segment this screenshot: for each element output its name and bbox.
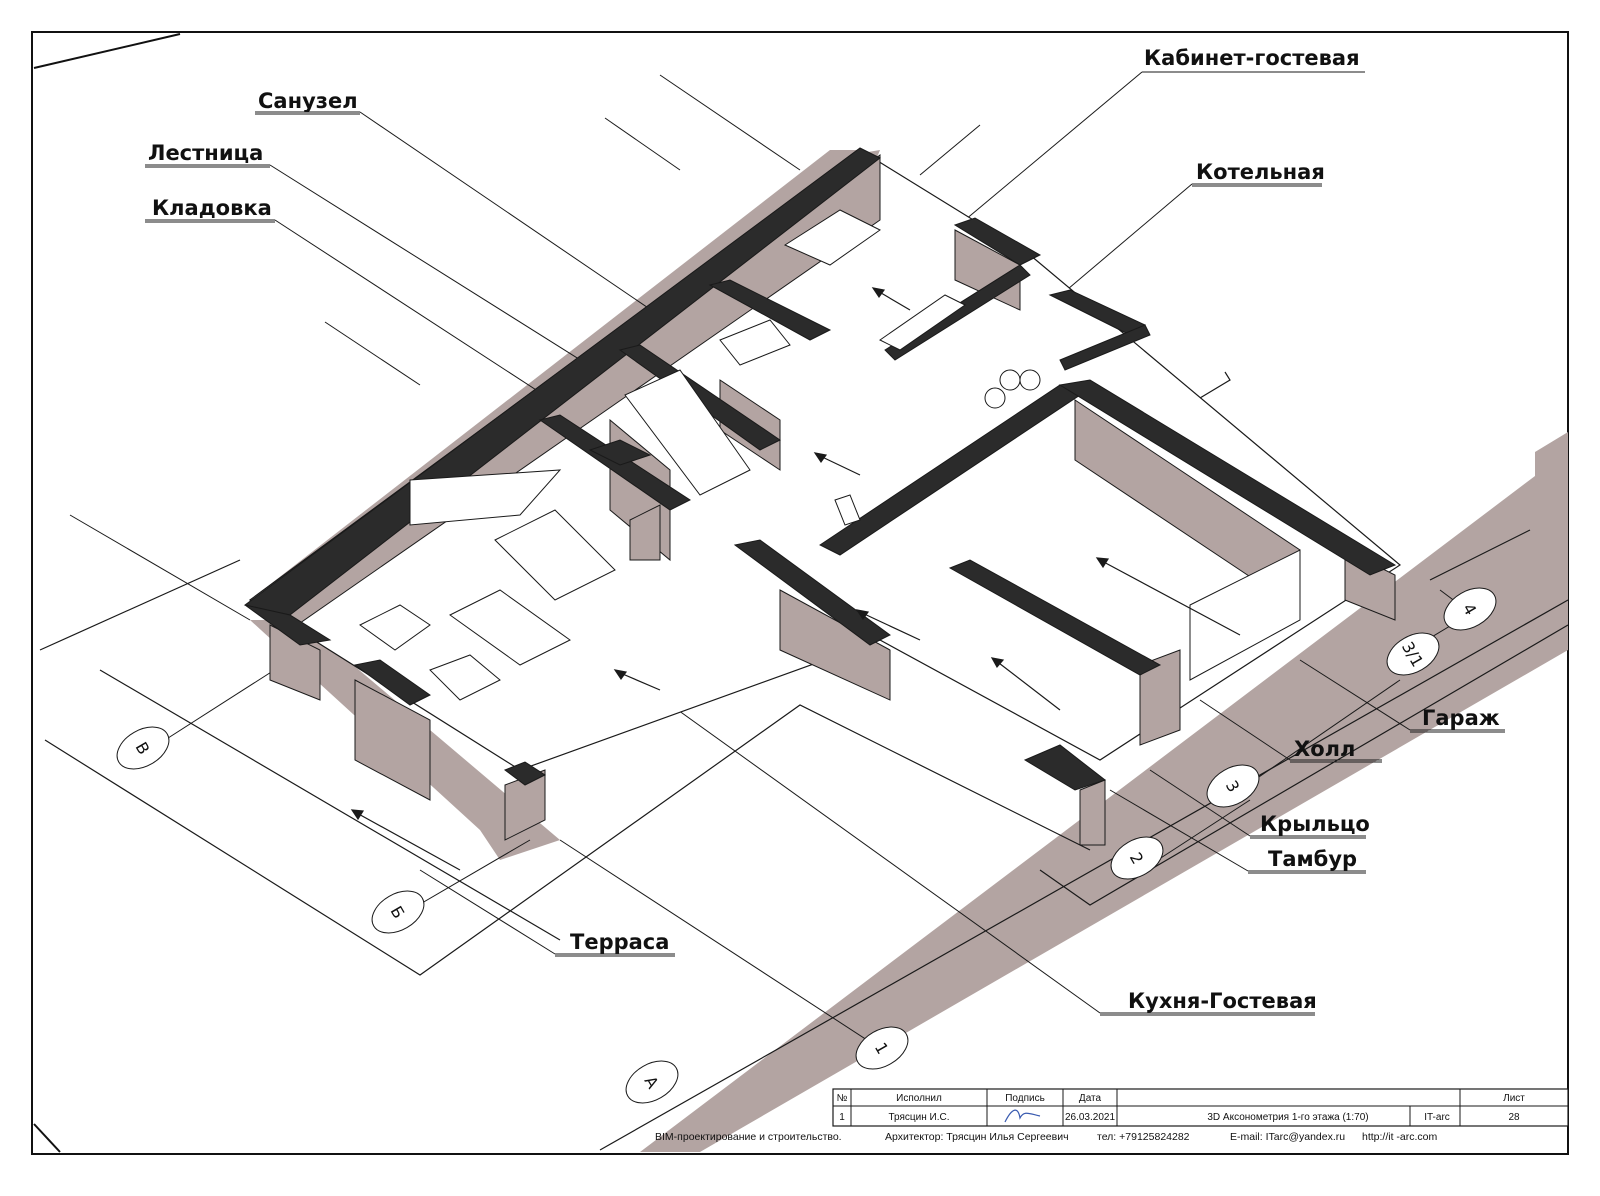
tb-header-no: № — [837, 1093, 848, 1104]
room-label-kladovka: Кладовка — [152, 196, 272, 220]
footer-site: http://it -arc.com — [1362, 1131, 1438, 1143]
room-label-krylco: Крыльцо — [1260, 812, 1370, 836]
tb-row-performer: Трясцин И.С. — [889, 1112, 950, 1123]
footer: BIM-проектирование и строительство. Архи… — [655, 1131, 1438, 1143]
axis-marker-v — [116, 726, 170, 770]
furniture — [359, 209, 1301, 701]
tb-header-performer: Исполнил — [896, 1093, 942, 1104]
axis-marker-3-1 — [1386, 632, 1440, 676]
room-label-garazh: Гараж — [1422, 706, 1500, 730]
axis-marker-4 — [1443, 587, 1497, 631]
room-label-kuhnya: Кухня-Гостевая — [1128, 989, 1317, 1013]
floor-slab — [248, 149, 1402, 771]
leader-lines — [69, 71, 1505, 1014]
axis-marker-1 — [855, 1026, 909, 1070]
footer-email: E-mail: ITarc@yandex.ru — [1230, 1131, 1345, 1143]
footer-phone: тел: +79125824282 — [1097, 1131, 1190, 1143]
room-arrows — [350, 287, 1241, 871]
tb-row-sheet: 28 — [1508, 1112, 1520, 1123]
room-label-lestnica: Лестница — [148, 141, 263, 165]
label-underlines — [145, 71, 1505, 1016]
tb-header-date: Дата — [1079, 1093, 1102, 1104]
axis-marker-2 — [1110, 836, 1164, 880]
axis-markers: В Б А 1 2 3 3/1 4 — [116, 587, 1497, 1104]
tb-row-logo: IT-arc — [1424, 1112, 1450, 1123]
footer-company: BIM-проектирование и строительство. — [655, 1131, 842, 1143]
footer-architect: Архитектор: Трясцин Илья Сергеевич — [885, 1131, 1069, 1143]
room-label-kotelnaya: Котельная — [1196, 160, 1325, 184]
tb-header-signature: Подпись — [1005, 1093, 1045, 1104]
tb-header-sheet: Лист — [1503, 1093, 1525, 1104]
axis-marker-b — [371, 890, 425, 934]
tb-signature-mark — [1004, 1109, 1041, 1123]
boiler-tanks — [984, 369, 1041, 409]
wall-tops — [243, 147, 1397, 791]
corner-line — [33, 1123, 61, 1153]
corner-line — [33, 33, 181, 69]
room-labels: Кабинет-гостевая Санузел Лестница Кладов… — [148, 46, 1500, 1013]
axis-marker-a — [625, 1060, 679, 1104]
room-label-tambur: Тамбур — [1268, 847, 1357, 871]
room-label-sanuzel: Санузел — [258, 89, 358, 113]
title-block: № Исполнил Подпись Дата Лист 1 Трясцин И… — [832, 1088, 1569, 1127]
room-label-kabinet: Кабинет-гостевая — [1144, 46, 1360, 70]
site-outline — [39, 371, 1569, 1151]
tb-row-date: 26.03.2021 — [1065, 1112, 1115, 1123]
room-label-holl: Холл — [1294, 737, 1355, 761]
room-label-terrasa: Терраса — [570, 930, 669, 954]
tb-row-no: 1 — [839, 1112, 845, 1123]
axis-marker-3 — [1206, 764, 1260, 808]
tb-row-title: 3D Аксонометрия 1-го этажа (1:70) — [1207, 1112, 1368, 1123]
